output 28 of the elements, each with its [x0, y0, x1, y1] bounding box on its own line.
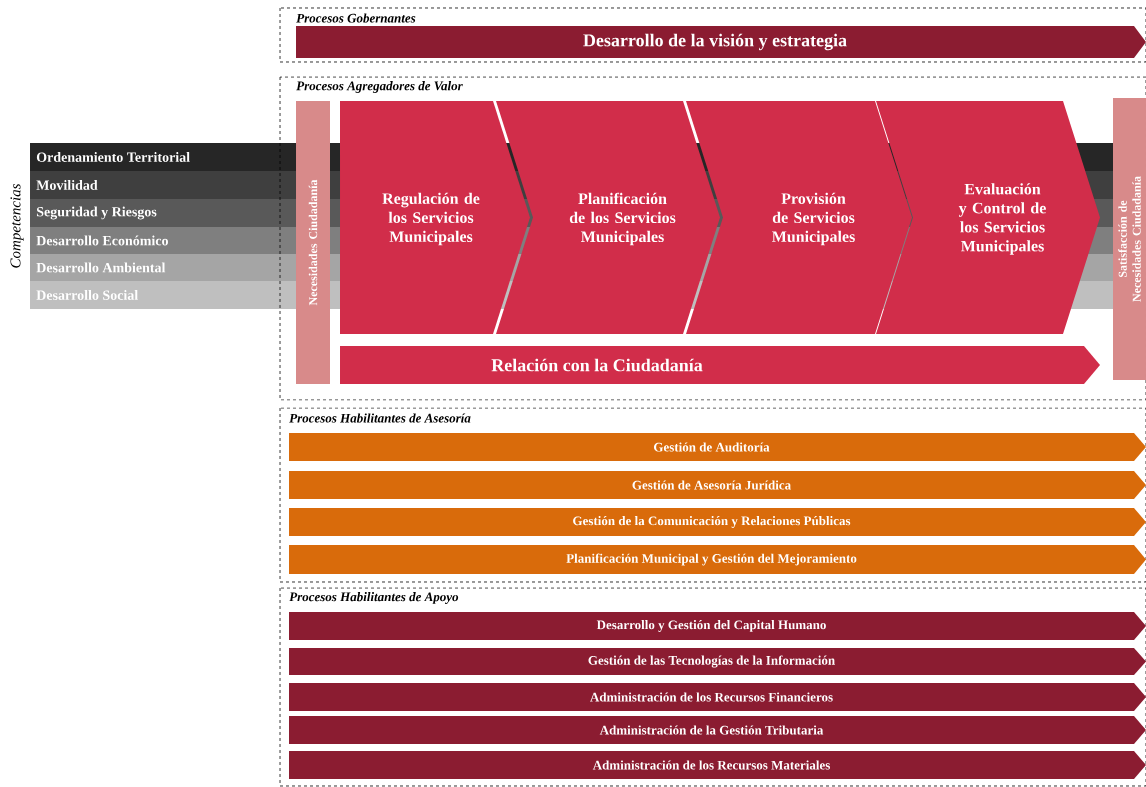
competency-band: Seguridad y Riesgos	[30, 199, 296, 227]
process-bar: Relación con la Ciudadanía	[340, 346, 1100, 384]
process-bar: Desarrollo de la visión y estrategia	[296, 26, 1146, 58]
vertical-bar: Necesidades Ciudadanía	[296, 101, 330, 384]
process-bar: Gestión de Auditoría	[289, 433, 1146, 461]
process-bar: Administración de la Gestión Tributaria	[289, 716, 1146, 744]
node-label: Provisión de Servicios Municipales	[771, 192, 855, 246]
process-step: Provisión de Servicios Municipales	[686, 101, 912, 334]
process-step: Evaluación y Control de los Servicios Municipales	[876, 101, 1100, 334]
process-bar: Desarrollo y Gestión del Capital Humano	[289, 612, 1146, 640]
vertical-bar: Satisfacción de Necesidades Ciudadanía	[1113, 98, 1146, 380]
node-label: Planificación de los Servicios Municipales	[569, 192, 676, 246]
axis-label: Competencias	[10, 183, 24, 268]
competency-band: Movilidad	[30, 171, 296, 199]
competency-band: Ordenamiento Territorial	[30, 143, 296, 171]
process-bar: Gestión de Asesoría Jurídica	[289, 471, 1146, 499]
process-bar: Gestión de las Tecnologías de la Información	[289, 648, 1146, 675]
competency-band: Desarrollo Social	[30, 281, 296, 309]
node-label: Regulación de los Servicios Municipales	[382, 192, 480, 246]
process-bar: Planificación Municipal y Gestión del Mejoramiento	[289, 545, 1146, 574]
process-bar: Administración de los Recursos Financieros	[289, 683, 1146, 711]
node-label: Evaluación y Control de los Servicios Municipales	[958, 183, 1046, 255]
process-bar: Administración de los Recursos Materiales	[289, 751, 1146, 779]
competency-band: Desarrollo Económico	[30, 227, 296, 254]
competency-band: Desarrollo Ambiental	[30, 254, 296, 281]
process-bar: Gestión de la Comunicación y Relaciones Públicas	[289, 508, 1146, 536]
process-step: Regulación de los Servicios Municipales	[340, 101, 530, 334]
process-step: Planificación de los Servicios Municipales	[496, 101, 720, 334]
